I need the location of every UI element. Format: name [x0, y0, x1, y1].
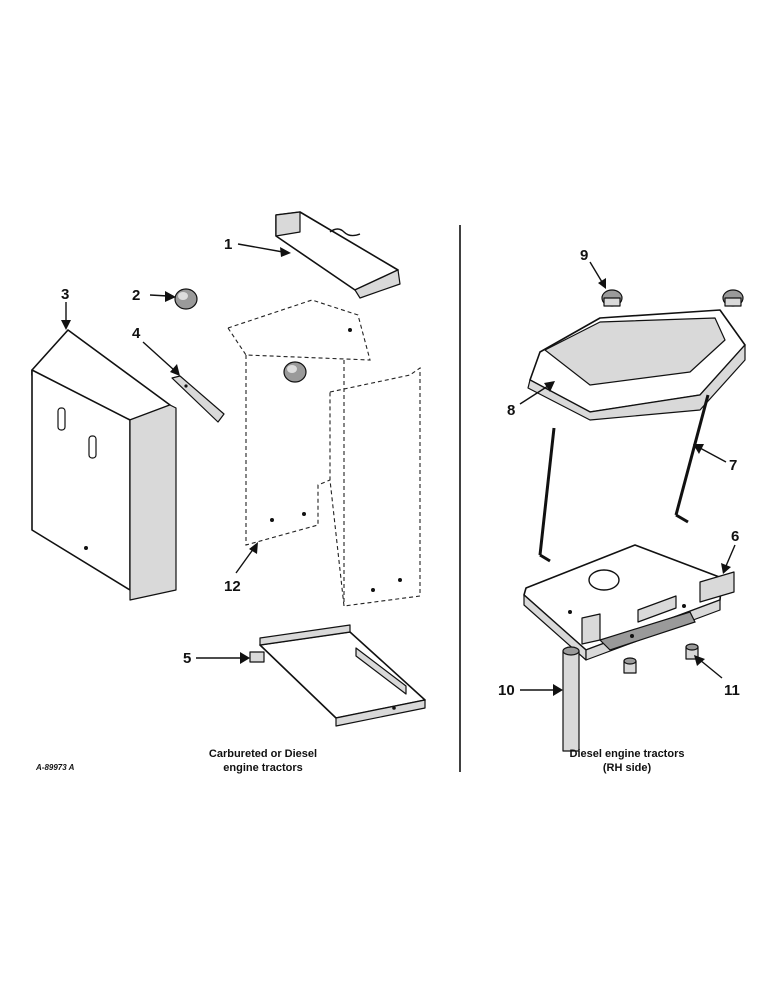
caption-left-line1: Carbureted or Diesel — [209, 748, 317, 760]
callout-7: 7 — [729, 457, 737, 474]
callout-12: 12 — [224, 578, 241, 595]
part-9-plug — [601, 289, 623, 307]
part-5-tray — [249, 624, 426, 727]
part-7-rods — [538, 394, 710, 563]
part-2-knob — [174, 288, 198, 310]
part-6-base-plate — [523, 544, 735, 661]
caption-left-line2: engine tractors — [223, 762, 302, 774]
part-12-housing — [227, 299, 421, 607]
callout-2: 2 — [132, 287, 140, 304]
callout-11: 11 — [724, 682, 740, 699]
part-8-pad — [527, 309, 746, 421]
part-11-spacers — [623, 643, 699, 674]
part-4-strap — [171, 375, 225, 423]
reference-code: A-89973 A — [35, 763, 75, 772]
callout-3: 3 — [61, 286, 69, 303]
leader-lines — [61, 243, 736, 696]
callout-6: 6 — [731, 528, 739, 545]
part-3-cover — [31, 329, 177, 601]
callout-5: 5 — [183, 650, 191, 667]
callout-1: 1 — [224, 236, 232, 253]
part-10-pipe — [562, 646, 580, 752]
callout-4: 4 — [132, 325, 141, 342]
part-9-plug-2 — [722, 289, 744, 307]
callout-9: 9 — [580, 247, 588, 264]
callout-8: 8 — [507, 402, 515, 419]
caption-right-line2: (RH side) — [603, 762, 652, 774]
callout-10: 10 — [498, 682, 515, 699]
caption-right-line1: Diesel engine tractors — [570, 748, 685, 760]
part-1-bracket — [275, 211, 401, 299]
